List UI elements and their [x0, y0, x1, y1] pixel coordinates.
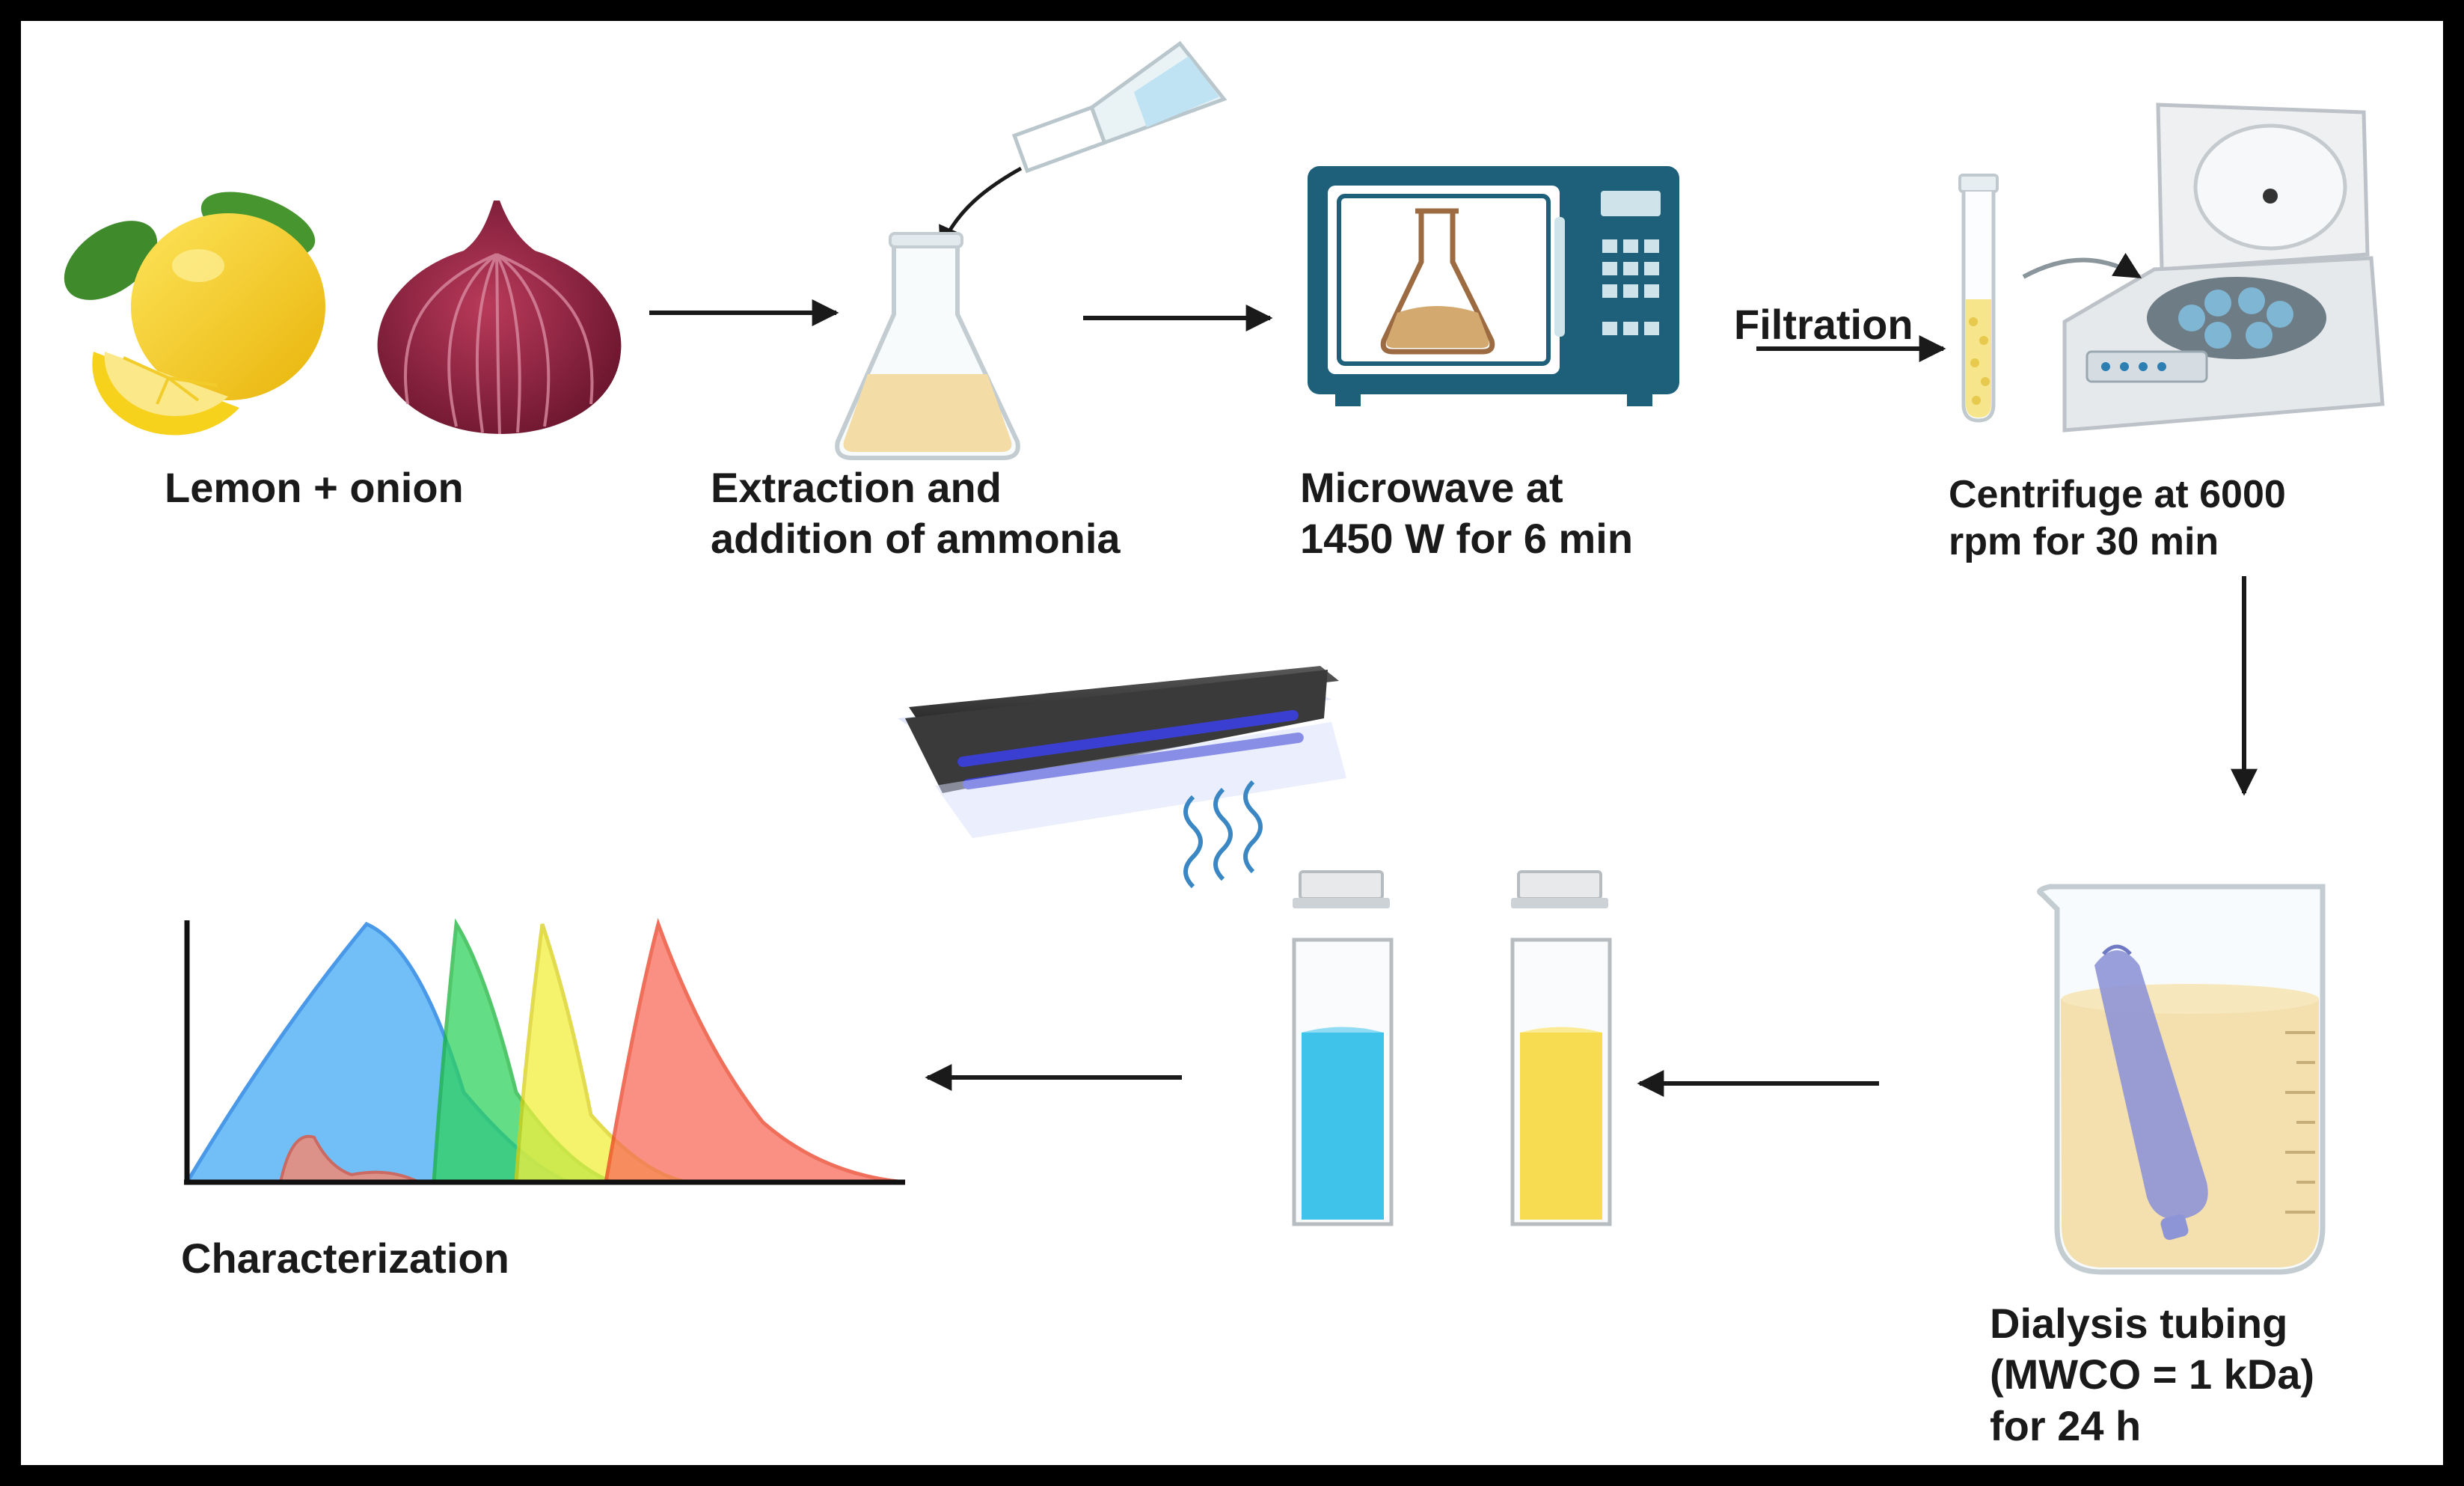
label-microwave: Microwave at 1450 W for 6 min [1300, 462, 1749, 565]
label-microwave-line1: Microwave at [1300, 464, 1563, 511]
test-tube-icon [1958, 174, 1999, 423]
label-dialysis-line3: for 24 h [1990, 1401, 2142, 1449]
label-extraction-line2: addition of ammonia [711, 515, 1121, 563]
label-centrifuge-line1: Centrifuge at 6000 [1949, 473, 2286, 516]
onion-icon [377, 201, 622, 435]
label-lemon-onion: Lemon + onion [165, 464, 464, 511]
uv-lamp-icon [898, 666, 1346, 889]
label-filtration: Filtration [1734, 301, 1913, 348]
label-dialysis-line1: Dialysis tubing [1990, 1300, 2288, 1347]
dialysis-tubing-icon [2094, 944, 2208, 1241]
cuvette-icon [1292, 870, 1394, 1226]
label-characterization: Characterization [181, 1235, 509, 1282]
spectrum-red-peak [604, 917, 906, 1184]
spectrum-small-peak [278, 1134, 420, 1184]
microwave-icon [1308, 166, 1679, 406]
erlenmeyer-flask-icon [835, 232, 1020, 460]
centrifuge-icon [2022, 103, 2385, 432]
lemon-icon [64, 192, 325, 435]
label-centrifuge: Centrifuge at 6000 rpm for 30 min [1949, 471, 2397, 566]
label-dialysis: Dialysis tubing (MWCO = 1 kDa) for 24 h [1990, 1298, 2439, 1452]
cuvette-icon [1510, 870, 1612, 1226]
label-centrifuge-line2: rpm for 30 min [1949, 520, 2219, 564]
label-microwave-line2: 1450 W for 6 min [1300, 515, 1634, 563]
label-extraction-line1: Extraction and [711, 464, 1002, 511]
spectrum-plot-icon [183, 917, 906, 1185]
pouring-flask-icon [1011, 40, 1228, 174]
label-extraction: Extraction and addition of ammonia [711, 462, 1234, 565]
label-dialysis-line2: (MWCO = 1 kDa) [1990, 1351, 2315, 1398]
